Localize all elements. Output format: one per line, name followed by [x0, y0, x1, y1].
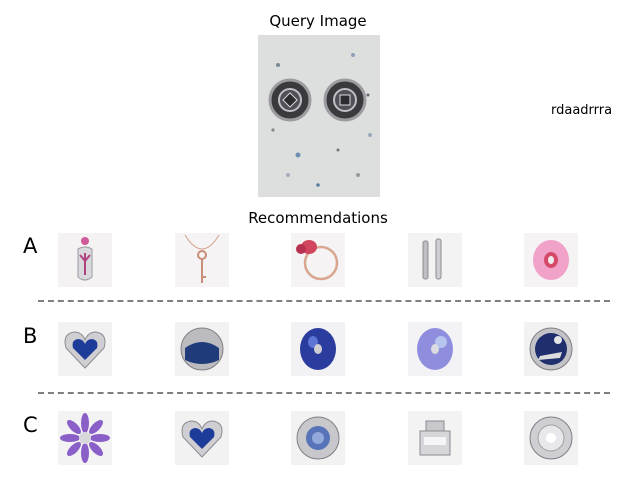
thumbnail-a1[interactable] — [58, 233, 112, 287]
blue-faceted-bead-image — [291, 322, 345, 376]
thumbnail-c5[interactable] — [524, 411, 578, 465]
recommendations-title: Recommendations — [248, 209, 388, 227]
lavender-faceted-bead-image — [408, 322, 462, 376]
key-necklace-image — [175, 233, 229, 287]
query-image — [258, 35, 380, 197]
thumbnail-a5[interactable] — [524, 233, 578, 287]
blue-heart-charm-image — [175, 411, 229, 465]
row-label-c: C — [23, 413, 38, 437]
happy-birthday-cake-charm-image — [408, 411, 462, 465]
blue-night-sky-charm-image — [175, 322, 229, 376]
tree-of-life-charm-image — [58, 233, 112, 287]
row-label-b: B — [23, 324, 38, 348]
thumbnail-a4[interactable] — [408, 233, 462, 287]
row-divider — [38, 300, 610, 302]
hoop-earrings-image — [408, 233, 462, 287]
butterfly-ring-image — [291, 233, 345, 287]
genie-carpet-charm-image — [524, 322, 578, 376]
blue-heart-charm-image — [58, 322, 112, 376]
query-title: Query Image — [269, 12, 367, 30]
clear-sparkle-charm-image — [524, 411, 578, 465]
thumbnail-b5[interactable] — [524, 322, 578, 376]
pink-murano-bead-image — [524, 233, 578, 287]
blue-sparkle-charm-image — [291, 411, 345, 465]
thumbnail-b4[interactable] — [408, 322, 462, 376]
thumbnail-c3[interactable] — [291, 411, 345, 465]
side-label: rdaadrrra — [551, 103, 613, 118]
thumbnail-b3[interactable] — [291, 322, 345, 376]
thumbnail-c1[interactable] — [58, 411, 112, 465]
thumbnail-c4[interactable] — [408, 411, 462, 465]
row-label-a: A — [23, 234, 38, 258]
row-divider — [38, 392, 610, 394]
thumbnail-b1[interactable] — [58, 322, 112, 376]
earrings-image — [258, 35, 380, 197]
purple-daisy-charm-image — [58, 411, 112, 465]
thumbnail-a3[interactable] — [291, 233, 345, 287]
thumbnail-a2[interactable] — [175, 233, 229, 287]
thumbnail-b2[interactable] — [175, 322, 229, 376]
thumbnail-c2[interactable] — [175, 411, 229, 465]
